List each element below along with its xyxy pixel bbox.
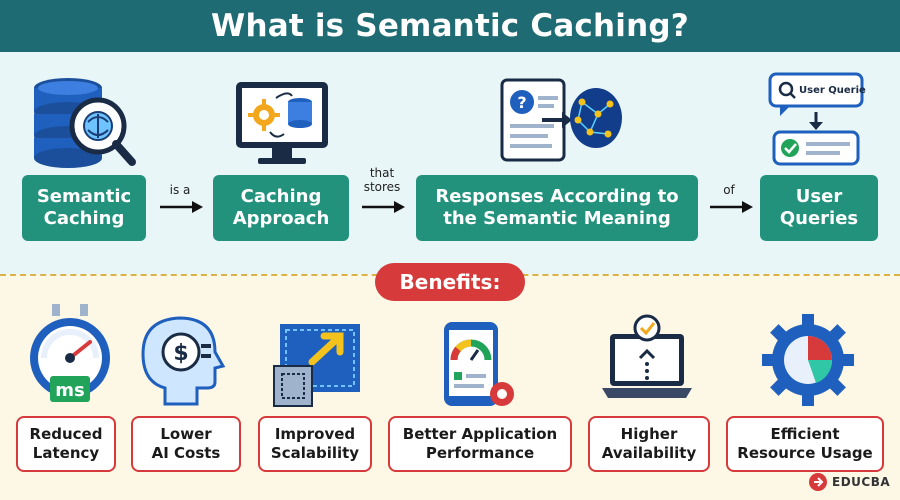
phone-gauge-icon [444, 322, 514, 406]
benefit-line2: Availability [601, 444, 697, 462]
flow-box-line1: Caching [240, 186, 322, 207]
logo-text: EDUCBA [832, 475, 891, 489]
stopwatch-icon: ms [30, 304, 110, 402]
benefit-line1: Higher [620, 425, 678, 443]
benefit-line1: Efficient [770, 425, 840, 443]
stopwatch-unit: ms [55, 380, 84, 401]
laptop-check-icon [602, 314, 692, 398]
user-queries-icon-label: User Queries [799, 85, 866, 96]
connector-label-that-stores: that stores [352, 166, 412, 194]
brand-logo: EDUCBA [808, 472, 890, 492]
benefit-line1: Lower [160, 425, 212, 443]
benefits-heading: Benefits: [375, 263, 525, 301]
arrow-right-icon [710, 201, 753, 213]
title-banner: What is Semantic Caching? [0, 0, 900, 52]
connector-text: is a [169, 183, 191, 197]
connector-label-is-a: is a [150, 183, 210, 197]
flow-box-line1: Responses According to [435, 186, 679, 207]
monitor-gear-database-icon [236, 82, 328, 164]
svg-text:$: $ [173, 341, 188, 366]
flow-box-line2: Caching [43, 208, 125, 229]
flow-box-line1: User [795, 186, 843, 207]
head-dollar-icon: $ [141, 316, 226, 406]
scale-up-icon [273, 324, 360, 407]
benefit-line1: Better Application [402, 425, 558, 443]
gear-pie-icon [762, 314, 854, 406]
flow-box-line1: Semantic [36, 186, 132, 207]
benefit-line2: Scalability [270, 444, 360, 462]
svg-text:?: ? [517, 93, 526, 112]
connector-label-of: of [704, 183, 754, 197]
connector-text: of [723, 183, 735, 197]
benefit-line2: Performance [425, 444, 535, 462]
arrow-right-icon [160, 201, 203, 213]
flow-box-line2: the Semantic Meaning [443, 208, 671, 229]
benefit-line2: Resource Usage [737, 444, 873, 462]
flow-box-line2: Queries [779, 208, 859, 229]
educba-logo-icon [809, 473, 827, 491]
flow-box-line2: Approach [232, 208, 330, 229]
benefit-line2: AI Costs [151, 444, 221, 462]
benefit-line2: Latency [32, 444, 100, 462]
benefit-line1: Improved [274, 425, 356, 443]
page-title: What is Semantic Caching? [211, 8, 689, 44]
question-document-brain-icon: ? [500, 78, 622, 162]
connector-text: that [369, 166, 395, 180]
benefit-line1: Reduced [29, 425, 103, 443]
database-brain-icon [34, 78, 136, 168]
user-queries-chat-icon: User Queries [768, 72, 866, 166]
arrow-right-icon [362, 201, 405, 213]
connector-text: stores [363, 180, 401, 194]
